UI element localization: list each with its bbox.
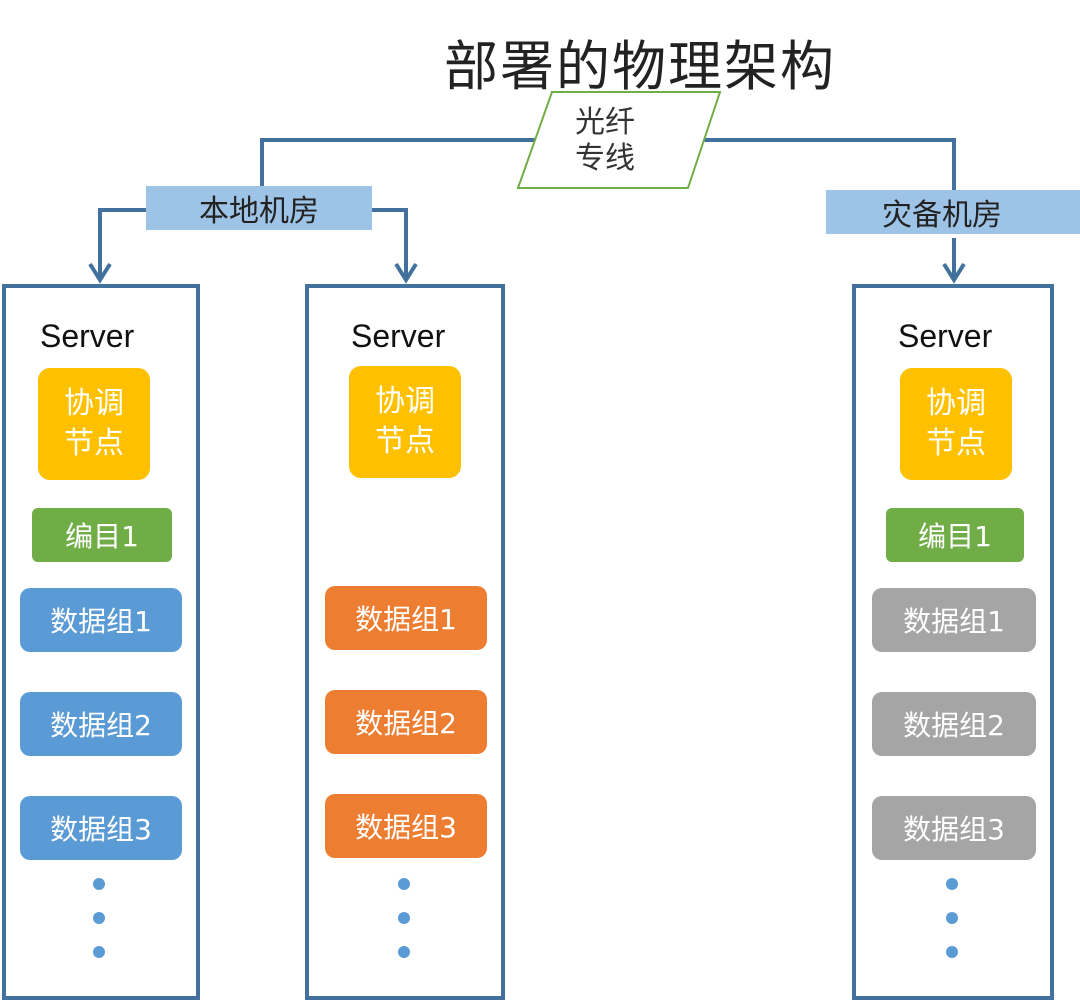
data-group-1: 数据组1 (20, 588, 182, 652)
server-label: Server (898, 318, 993, 354)
coordinator-label-line1: 协调 (64, 386, 124, 421)
coordinator-label-line2: 节点 (64, 426, 124, 461)
server-box-3: Server 协调 节点 编目1 数据组1 数据组2 数据组3 (852, 284, 1054, 1000)
connector-local-to-server2 (372, 208, 408, 278)
connector-local-to-server1 (98, 208, 148, 278)
arrowhead-server3 (942, 262, 966, 284)
ellipsis-dot (93, 878, 105, 890)
server-box-1: Server 协调 节点 编目1 数据组1 数据组2 数据组3 (2, 284, 200, 1000)
link-label: 光纤 专线 (545, 100, 665, 182)
data-group-3: 数据组3 (20, 796, 182, 860)
coordinator-label-line1: 协调 (375, 384, 435, 419)
ellipsis-dot (398, 912, 410, 924)
coordinator-label-line1: 协调 (926, 386, 986, 421)
arrowhead-server1 (88, 262, 112, 284)
server-label: Server (351, 318, 446, 354)
diagram-title: 部署的物理架构 (444, 35, 836, 98)
connector-link-to-dr (700, 138, 956, 190)
coordinator-label-line2: 节点 (375, 424, 435, 459)
ellipsis-dot (93, 946, 105, 958)
data-group-3: 数据组3 (325, 794, 487, 858)
room-dr: 灾备机房 (826, 190, 1080, 234)
link-label-line1: 光纤 (575, 105, 635, 140)
coordinator-node: 协调 节点 (900, 368, 1012, 480)
data-group-3: 数据组3 (872, 796, 1036, 860)
data-group-1: 数据组1 (325, 586, 487, 650)
coordinator-node: 协调 节点 (349, 366, 461, 478)
data-group-1: 数据组1 (872, 588, 1036, 652)
coordinator-node: 协调 节点 (38, 368, 150, 480)
data-group-2: 数据组2 (872, 692, 1036, 756)
arrowhead-server2 (394, 262, 418, 284)
catalog-node: 编目1 (886, 508, 1024, 562)
data-group-2: 数据组2 (20, 692, 182, 756)
server-box-2: Server 协调 节点 数据组1 数据组2 数据组3 (305, 284, 505, 1000)
room-local: 本地机房 (146, 186, 372, 230)
ellipsis-dot (398, 946, 410, 958)
server-label: Server (40, 318, 135, 354)
ellipsis-dot (93, 912, 105, 924)
ellipsis-dot (946, 878, 958, 890)
coordinator-label-line2: 节点 (926, 426, 986, 461)
ellipsis-dot (946, 912, 958, 924)
ellipsis-dot (946, 946, 958, 958)
catalog-node: 编目1 (32, 508, 172, 562)
link-label-line2: 专线 (575, 141, 635, 176)
ellipsis-dot (398, 878, 410, 890)
connector-link-to-local (260, 138, 545, 190)
link-parallelogram (516, 91, 722, 189)
data-group-2: 数据组2 (325, 690, 487, 754)
